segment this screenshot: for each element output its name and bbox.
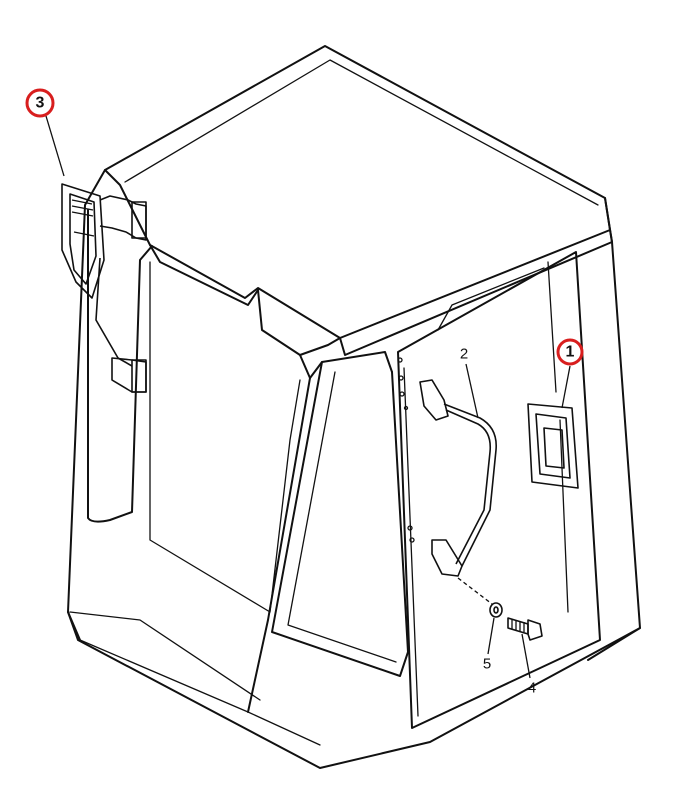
front-window-frame [271, 361, 409, 677]
front-center-pillar-inner [299, 337, 393, 379]
roof-inner-edge [124, 59, 599, 206]
left-window-frame [87, 209, 153, 523]
part-4-bolt [507, 617, 543, 679]
part-3-leader-line [45, 115, 65, 177]
part-5-washer-ring [489, 602, 503, 618]
door-opening [397, 251, 601, 729]
callout-5-label: 5 [483, 656, 491, 673]
part-2-door-stay [419, 363, 497, 577]
callout-1-label: 1 [566, 344, 575, 361]
part-3-support-rod [95, 257, 133, 367]
part-5-washer-hole [493, 606, 499, 614]
cab-bottom-edge [67, 611, 641, 769]
part-1-plate-recess [543, 427, 565, 469]
callout-3-label: 3 [36, 95, 45, 112]
callout-2-label: 2 [460, 346, 468, 363]
left-base-skirt [69, 611, 261, 701]
door-upper-frame [437, 267, 545, 331]
part-3-hatching [71, 199, 95, 237]
part-2-lower-bracket [431, 539, 463, 577]
part-4-bolt-head [527, 619, 543, 641]
callout-5: 5 [483, 656, 491, 673]
part-3-mirror-assembly [45, 115, 147, 393]
part-1-plate-outer [527, 403, 579, 489]
part-4-bolt-threads [511, 619, 525, 632]
left-rear-pillar [67, 169, 106, 641]
callout-1-highlight-circle [556, 338, 584, 366]
part-3-lower-clamp [131, 359, 147, 393]
callout-3-highlight-circle [25, 88, 55, 118]
part-3-mirror-frame [61, 183, 105, 299]
part-3-mirror-inner [69, 193, 97, 285]
cab-bottom-inner [79, 639, 321, 746]
callout-1: 1 [556, 338, 584, 366]
roof-outline [104, 45, 611, 339]
part-2-upper-bracket [419, 379, 449, 421]
front-center-pillar [247, 289, 311, 713]
cab-body [67, 45, 641, 769]
part-1-plate-inner [535, 413, 571, 479]
front-window-inner [287, 371, 397, 663]
part-2-leader-line [465, 363, 479, 419]
part-3-upper-clamp [131, 201, 147, 239]
part-1-handle-plate [527, 365, 579, 489]
part-4-leader-line [521, 633, 531, 679]
part-1-leader-line [561, 365, 571, 409]
callout-4-label: 4 [528, 680, 536, 697]
roof-side-lip [339, 229, 613, 356]
part-5-leader-line [487, 617, 495, 655]
roof-front-lip [149, 244, 259, 306]
callout-3: 3 [25, 88, 55, 118]
door-hinge-holes [397, 357, 415, 543]
right-rear-pillar [587, 197, 641, 661]
bolt-to-bracket-dashed-line [457, 577, 493, 605]
callout-4: 4 [528, 680, 536, 697]
callout-2: 2 [460, 346, 468, 363]
part-2-rod [443, 403, 497, 567]
part-2-rod-second-edge [445, 409, 492, 565]
part-5-washer [487, 602, 503, 655]
part-3-lower-bracket [111, 357, 147, 393]
part-4-bolt-shank [507, 617, 529, 635]
